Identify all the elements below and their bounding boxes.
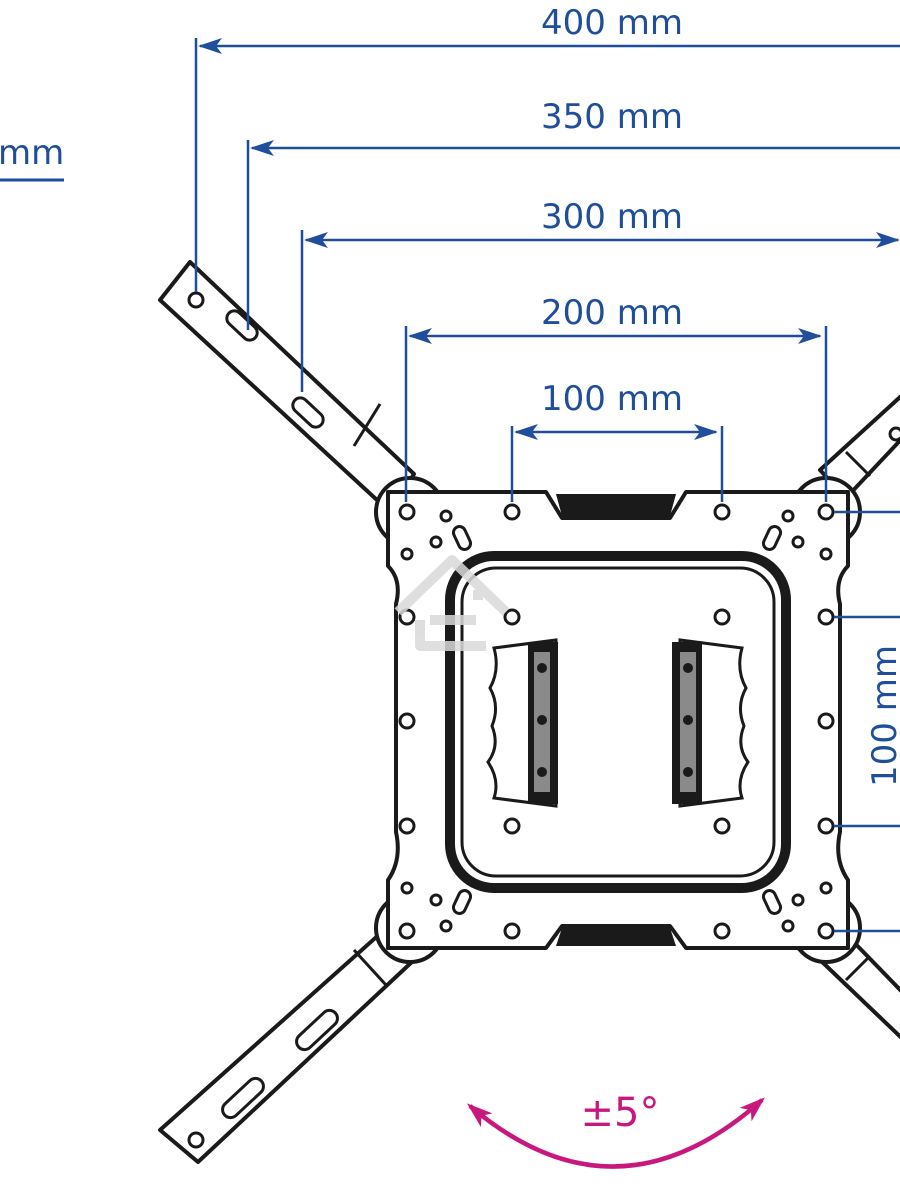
dim-label-200: 200 mm [541,293,683,333]
arm-bottom-left [158,930,416,1164]
plate-notch-bottom [556,928,676,946]
dim-label-vertical-100: 100 mm [865,645,900,787]
inner-frame-outer [445,551,791,893]
dim-label-300: 300 mm [541,197,683,237]
dim-label-left-partial: mm [0,133,64,173]
dimension-lines [0,38,900,933]
watermark-logo-icon [394,555,510,651]
arm-top-left [158,260,416,514]
tilt-arrow [466,1097,765,1169]
dim-label-400: 400 mm [541,3,683,43]
inner-frame-inner [460,566,776,878]
hook-plate-left [486,638,558,808]
plate-notch-top [556,494,676,516]
tilt-label: ±5° [581,1090,660,1136]
mounting-holes [398,503,835,940]
hook-plate-right [672,638,750,808]
dim-label-100: 100 mm [541,379,683,419]
dim-label-350: 350 mm [541,97,683,137]
